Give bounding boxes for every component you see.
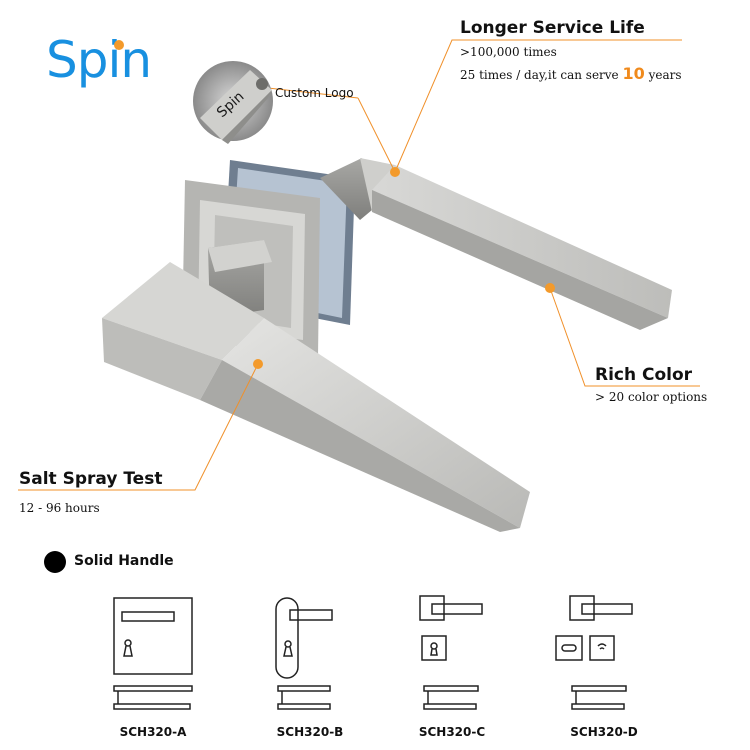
service-life-line2-suffix: years <box>648 68 682 82</box>
model-code-b: SCH320-B <box>276 725 344 739</box>
service-life-line1: >100,000 times <box>460 45 557 59</box>
model-code-d: SCH320-D <box>570 725 638 739</box>
model-b-drawing <box>275 597 333 710</box>
salt-spray-detail: 12 - 96 hours <box>19 501 100 515</box>
brand-logo-text: Spin <box>46 31 152 89</box>
service-life-line2-prefix: 25 times / day,it can serve <box>460 68 619 82</box>
brand-logo: Spin <box>46 30 166 94</box>
service-life-highlight: 10 <box>622 64 645 83</box>
service-life-title: Longer Service Life <box>460 18 645 38</box>
custom-logo-label: Custom Logo <box>275 86 354 100</box>
legend-label: Solid Handle <box>74 553 174 569</box>
custom-logo-emblem <box>193 61 273 144</box>
rich-color-title: Rich Color <box>595 365 693 385</box>
legend-dot <box>44 551 66 573</box>
callout-lines <box>18 39 700 491</box>
callout-dots <box>253 167 555 369</box>
model-code-a: SCH320-A <box>119 725 187 739</box>
model-d-drawing <box>555 595 633 710</box>
model-c-drawing <box>419 595 483 710</box>
front-lever <box>102 240 530 532</box>
rich-color-detail: > 20 color options <box>595 390 708 404</box>
salt-spray-title: Salt Spray Test <box>19 469 163 489</box>
model-code-c: SCH320-C <box>418 725 486 739</box>
brand-logo-dot <box>114 40 124 50</box>
back-lever <box>320 158 672 330</box>
model-drawings <box>113 595 633 710</box>
model-a-drawing <box>113 597 193 710</box>
service-life-line2: 25 times / day,it can serve 10 years <box>460 64 682 83</box>
